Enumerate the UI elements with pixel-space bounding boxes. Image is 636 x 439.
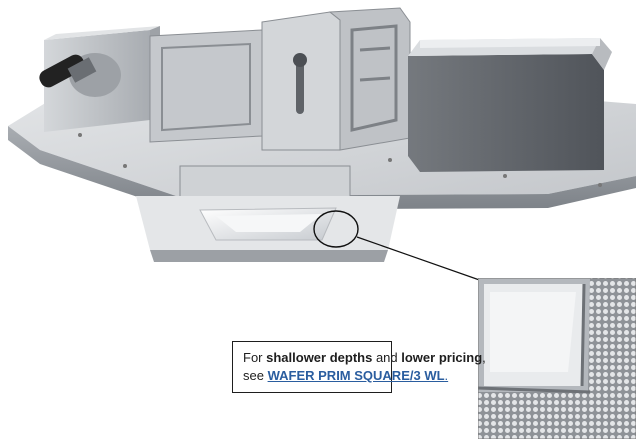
- wafer-prim-link[interactable]: WAFER PRIM SQUARE/3 WL: [267, 368, 445, 383]
- downlight-trim: [136, 165, 400, 262]
- pricing-callout: For shallower depths and lower pricing, …: [232, 341, 486, 393]
- callout-line2-suffix: .: [444, 368, 449, 383]
- callout-emphasis-pricing: lower pricing: [401, 350, 483, 365]
- trim-detail-inset: [478, 278, 636, 439]
- callout-emphasis-depths: shallower depths: [266, 350, 373, 365]
- callout-suffix: ,: [482, 350, 486, 365]
- callout-prefix: For: [243, 350, 267, 365]
- mounting-bracket: [149, 7, 411, 151]
- callout-line2-prefix: see: [243, 368, 268, 383]
- driver-box-right: [408, 38, 612, 172]
- detail-callout-marker: [313, 210, 489, 284]
- junction-box-left: [39, 26, 160, 132]
- callout-joiner: and: [372, 350, 402, 365]
